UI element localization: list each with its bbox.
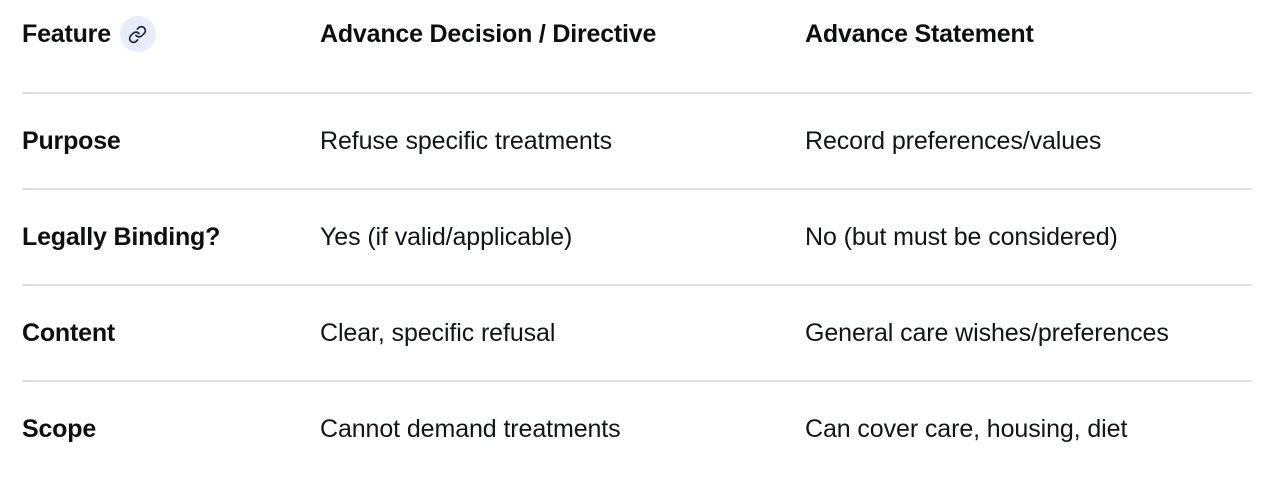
cell-feature: Scope bbox=[22, 414, 97, 443]
cell-advance-statement: General care wishes/preferences bbox=[805, 285, 1252, 382]
cell-advance-decision: Cannot demand treatments bbox=[320, 414, 621, 443]
table-header: Feature Advance Decision / Directive bbox=[22, 0, 1252, 94]
column-header-advance-decision: Advance Decision / Directive bbox=[320, 0, 805, 94]
cell-advance-statement: Record preferences/values bbox=[805, 93, 1252, 190]
column-header-advance-statement-label: Advance Statement bbox=[805, 19, 1034, 48]
table-row: Scope Cannot demand treatments Can cover… bbox=[22, 381, 1252, 476]
cell-advance-statement: No (but must be considered) bbox=[805, 189, 1252, 286]
table-body: Purpose Refuse specific treatments Recor… bbox=[22, 93, 1252, 476]
comparison-table: Feature Advance Decision / Directive bbox=[22, 0, 1252, 476]
cell-advance-statement: Can cover care, housing, diet bbox=[805, 414, 1128, 443]
column-header-advance-decision-label: Advance Decision / Directive bbox=[320, 19, 657, 48]
column-header-feature: Feature bbox=[22, 0, 320, 94]
table-header-row: Feature Advance Decision / Directive bbox=[22, 0, 1252, 94]
cell-feature: Purpose bbox=[22, 93, 320, 190]
cell-feature: Legally Binding? bbox=[22, 189, 320, 286]
link-icon[interactable] bbox=[119, 16, 156, 52]
cell-advance-decision: Yes (if valid/applicable) bbox=[320, 189, 805, 286]
cell-advance-decision: Clear, specific refusal bbox=[320, 285, 805, 382]
cell-feature: Content bbox=[22, 285, 320, 382]
table-row: Legally Binding? Yes (if valid/applicabl… bbox=[22, 189, 1252, 286]
table-row: Content Clear, specific refusal General … bbox=[22, 285, 1252, 382]
column-header-advance-statement: Advance Statement bbox=[805, 0, 1252, 94]
column-header-feature-label: Feature bbox=[22, 19, 111, 48]
table-row: Purpose Refuse specific treatments Recor… bbox=[22, 93, 1252, 190]
cell-advance-decision: Refuse specific treatments bbox=[320, 93, 805, 190]
